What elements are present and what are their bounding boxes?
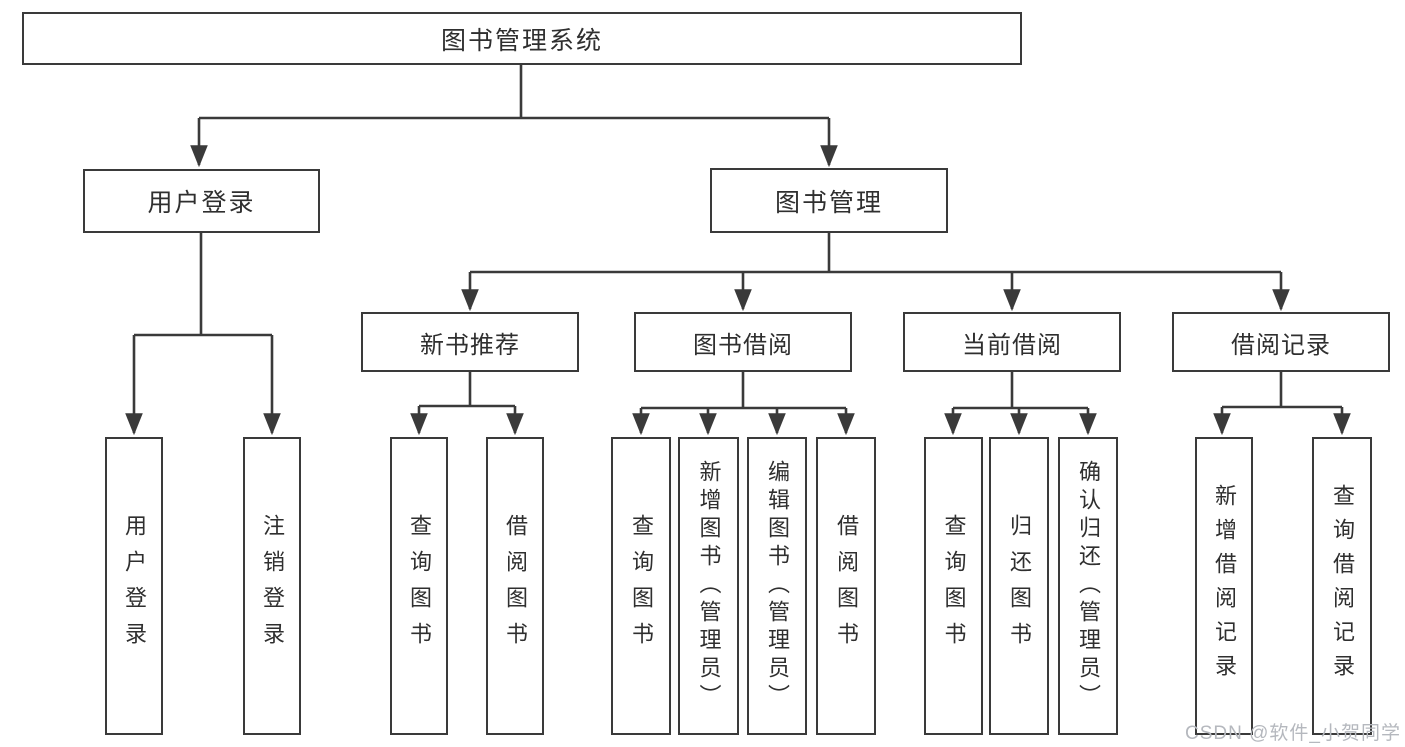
leaf-confirm-return-admin: 确认归还（管理员） <box>1058 437 1118 735</box>
node-label: 用户登录 <box>147 189 256 217</box>
node-current-borrow: 当前借阅 <box>903 312 1121 372</box>
leaf-edit-book-admin: 编辑图书（管理员） <box>747 437 807 735</box>
node-new-book-recommend: 新书推荐 <box>361 312 579 372</box>
node-label: 图书管理 <box>774 188 883 217</box>
node-label: 新增借阅记录 <box>1212 484 1237 688</box>
node-label: 查询图书 <box>629 514 654 658</box>
node-label: 当前借阅 <box>962 331 1062 359</box>
leaf-borrow-book-recommend: 借阅图书 <box>486 437 544 735</box>
node-label: 注销登录 <box>260 514 285 658</box>
node-label: 归还图书 <box>1007 514 1032 658</box>
node-label: 借阅记录 <box>1231 331 1331 359</box>
node-library-management-system: 图书管理系统 <box>22 12 1022 65</box>
node-label: 借阅图书 <box>834 514 859 658</box>
leaf-query-book-borrow: 查询图书 <box>611 437 671 735</box>
leaf-user-login: 用户登录 <box>105 437 163 735</box>
node-label: 确认归还（管理员） <box>1076 460 1101 712</box>
node-label: 图书管理系统 <box>440 26 603 55</box>
node-label: 查询图书 <box>941 514 967 658</box>
node-book-borrow: 图书借阅 <box>634 312 852 372</box>
node-book-management: 图书管理 <box>710 168 948 233</box>
leaf-query-book-recommend: 查询图书 <box>390 437 448 735</box>
csdn-watermark: CSDN @软件_小贺同学 <box>1185 723 1401 744</box>
leaf-add-borrow-record: 新增借阅记录 <box>1195 437 1253 735</box>
node-label: 查询借阅记录 <box>1330 484 1355 688</box>
leaf-add-book-admin: 新增图书（管理员） <box>678 437 739 735</box>
node-borrow-records: 借阅记录 <box>1172 312 1390 372</box>
node-user-login: 用户登录 <box>83 169 320 233</box>
node-label: 借阅图书 <box>503 514 528 658</box>
leaf-borrow-book: 借阅图书 <box>816 437 876 735</box>
leaf-query-book-current: 查询图书 <box>924 437 983 735</box>
node-label: 新书推荐 <box>420 331 520 359</box>
node-label: 新增图书（管理员） <box>696 460 722 712</box>
node-label: 用户登录 <box>122 514 147 658</box>
node-label: 编辑图书（管理员） <box>765 460 790 712</box>
node-label: 查询图书 <box>407 514 432 658</box>
leaf-logout-login: 注销登录 <box>243 437 301 735</box>
node-label: 图书借阅 <box>693 331 793 359</box>
leaf-return-book: 归还图书 <box>989 437 1049 735</box>
leaf-query-borrow-record: 查询借阅记录 <box>1312 437 1372 735</box>
